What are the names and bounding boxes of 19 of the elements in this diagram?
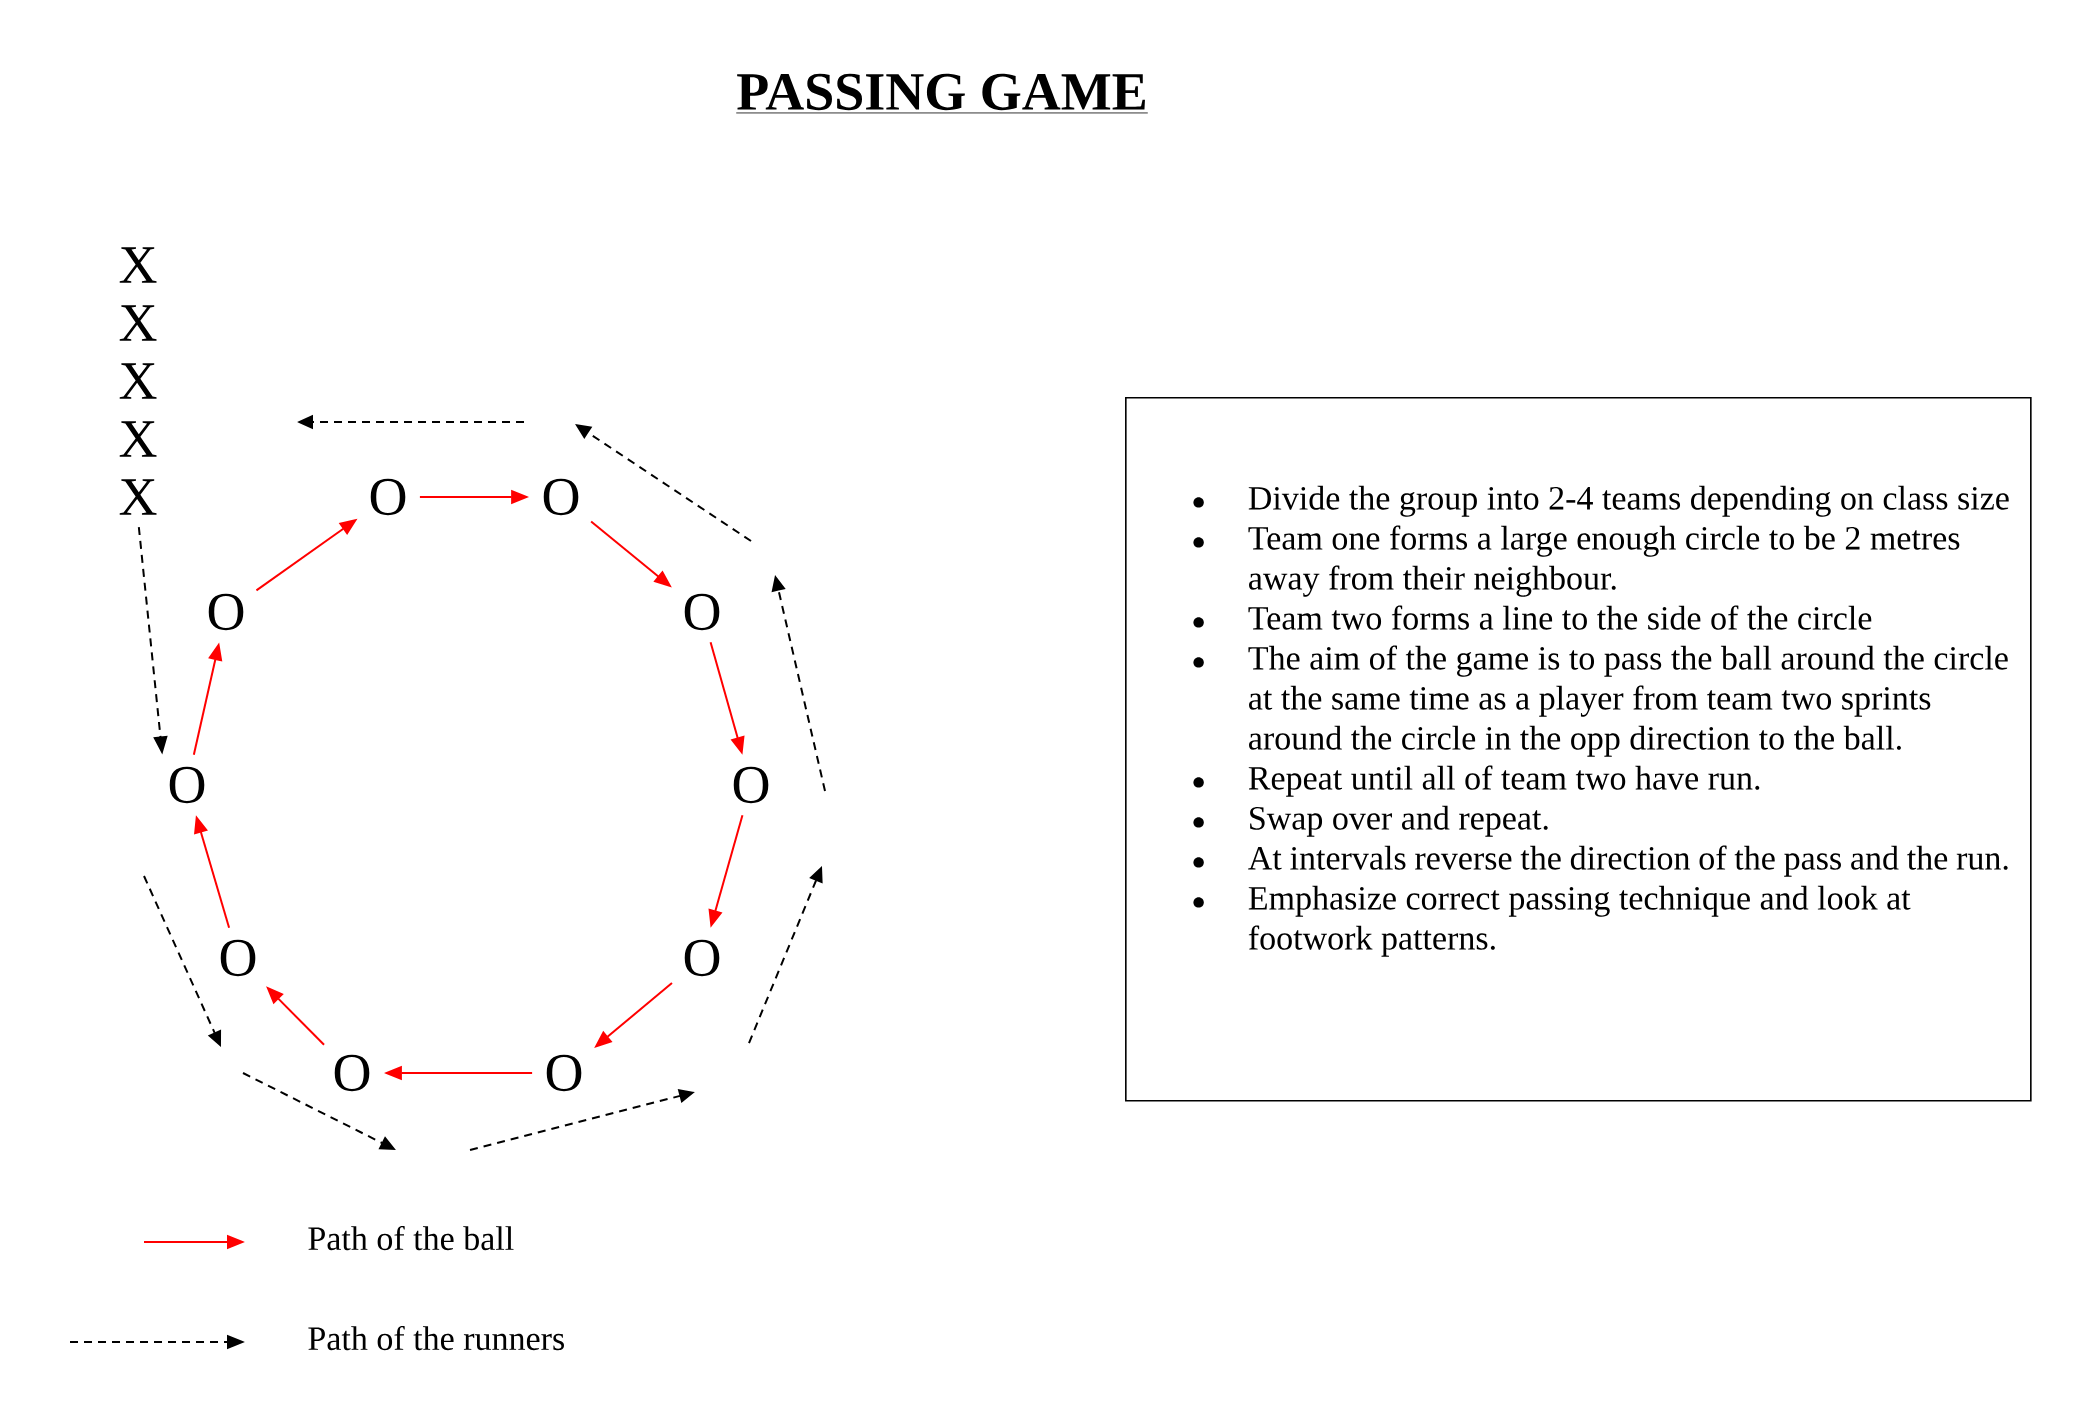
instructions-box: Divide the group into 2-4 teams depending on class size Team one forms a large enough circle to be 2 metres away from their neighbour. Team two forms a line to the side of the circle The aim of the game is to pass the ball around the circle at the same time as a player from team two sprints around the circle in the opp direction to the ball. Repeat until all of team two have run. Swap over and repeat. At intervals reverse the direction of the pass and the run. Emphasize correct passing technique and look at footwork patterns.	[1125, 397, 2032, 1102]
player-mark: O	[208, 593, 244, 631]
legend-label: Path of the runners	[308, 1325, 564, 1351]
player-mark: O	[220, 939, 256, 977]
player-mark: X	[119, 479, 157, 515]
title: PASSING GAME	[735, 73, 1149, 114]
player-mark: O	[334, 1054, 370, 1092]
player-mark: X	[119, 247, 157, 283]
player-mark: O	[684, 593, 720, 631]
player-mark: X	[119, 363, 157, 399]
legend-label: Path of the ball	[308, 1225, 514, 1251]
player-mark: O	[543, 478, 579, 516]
player-mark: O	[370, 478, 406, 516]
player-mark: O	[546, 1054, 582, 1092]
player-mark: O	[169, 766, 205, 804]
player-mark: X	[119, 421, 157, 457]
player-mark: O	[733, 766, 769, 804]
player-mark: O	[684, 939, 720, 977]
player-mark: X	[119, 305, 157, 341]
